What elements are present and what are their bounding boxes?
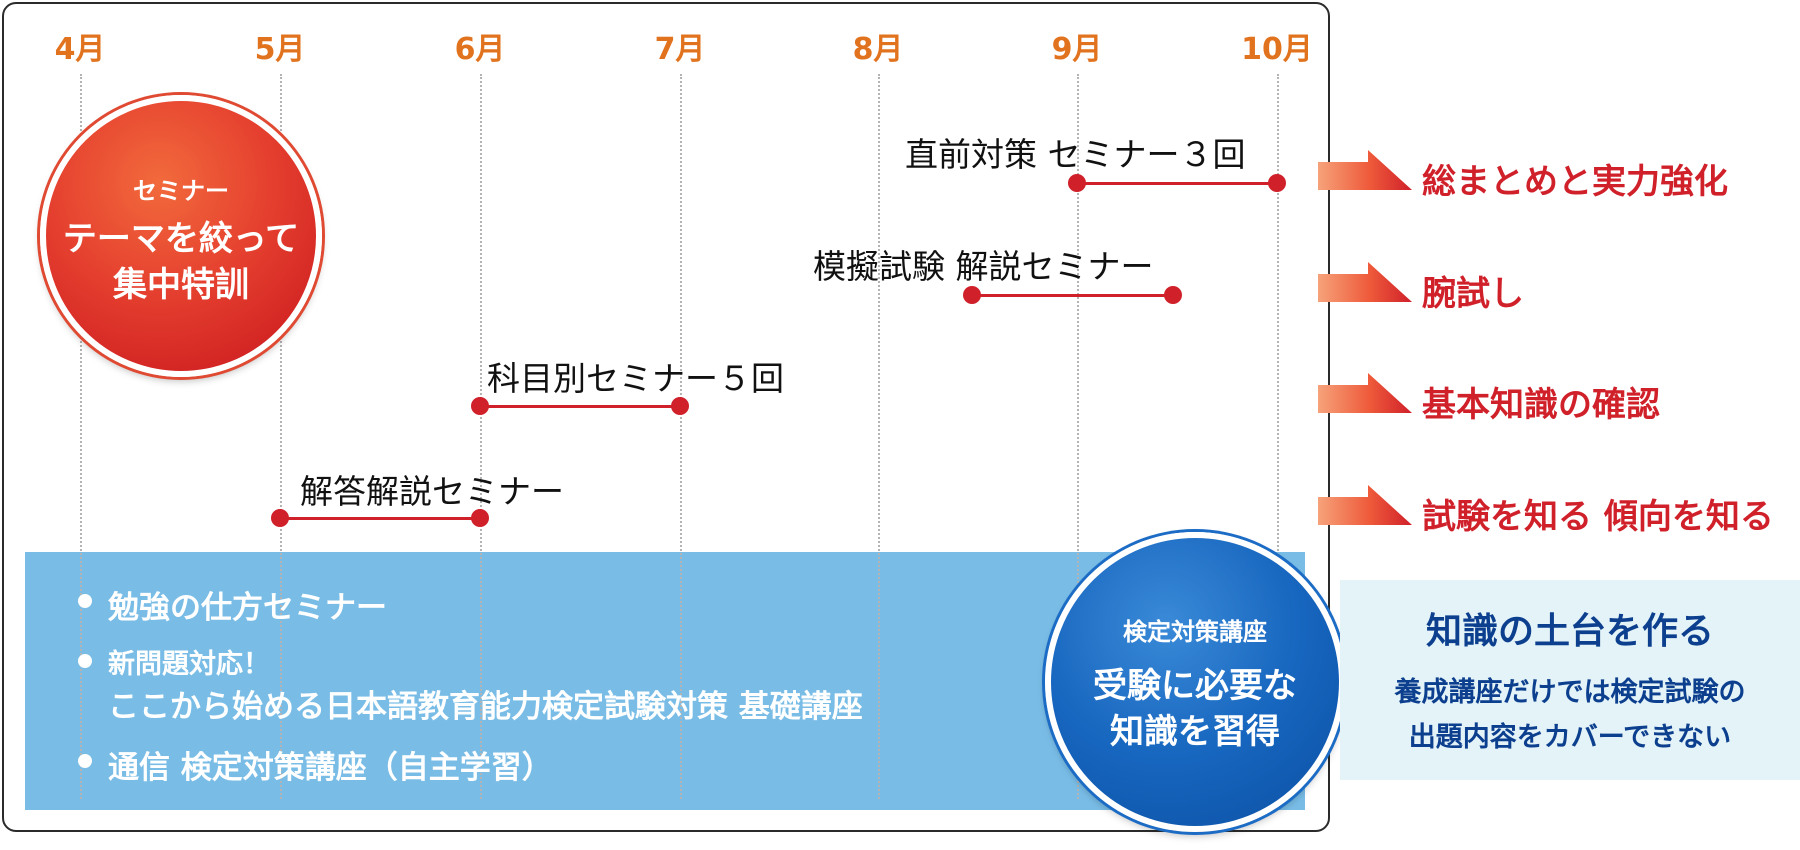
- goal-label-final-review: 総まとめと実力強化: [1422, 162, 1728, 202]
- course-item-label: 通信 検定対策講座（自主学習）: [108, 750, 553, 786]
- month-label-oct: 10月: [1241, 32, 1313, 67]
- month-gridline: [80, 74, 82, 799]
- segment-start-dot: [271, 509, 289, 527]
- month-gridline: [1077, 74, 1079, 799]
- month-gridline: [680, 74, 682, 799]
- segment-line: [280, 517, 480, 520]
- seminar-badge-line: テーマを絞って: [62, 219, 300, 259]
- segment-start-dot: [963, 286, 981, 304]
- month-label-apr: 4月: [54, 32, 106, 67]
- month-gridline: [878, 74, 880, 799]
- segment-label-final-prep: 直前対策 セミナー３回: [905, 135, 1246, 174]
- segment-start-dot: [471, 397, 489, 415]
- foundation-title: 知識の土台を作る: [1425, 611, 1714, 652]
- month-gridline: [280, 74, 282, 799]
- course-item-label: 勉強の仕方セミナー: [108, 590, 387, 626]
- course-item-label: 新問題対応！: [108, 649, 270, 680]
- segment-line: [1077, 182, 1277, 185]
- segment-end-dot: [671, 397, 689, 415]
- goal-label-basic-check: 基本知識の確認: [1422, 385, 1660, 425]
- course-item-basic-course: 新問題対応！ ここから始める日本語教育能力検定試験対策 基礎講座: [78, 642, 863, 726]
- segment-label-subject-seminar: 科目別セミナー５回: [487, 359, 784, 398]
- segment-end-dot: [1268, 174, 1286, 192]
- goal-label-know-exam: 試験を知る 傾向を知る: [1422, 497, 1774, 537]
- month-label-sep: 9月: [1051, 32, 1103, 67]
- segment-label-mock-exam: 模擬試験 解説セミナー: [813, 247, 1154, 286]
- course-item-correspondence: 通信 検定対策講座（自主学習）: [78, 742, 553, 787]
- course-badge: 検定対策講座 受験に必要な 知識を習得: [1045, 532, 1345, 832]
- arrow-right-icon: [1318, 373, 1412, 413]
- segment-label-answer-seminar: 解答解説セミナー: [300, 472, 564, 511]
- course-badge-line: 知識を習得: [1110, 712, 1280, 752]
- segment-end-dot: [471, 509, 489, 527]
- arrow-right-icon: [1318, 485, 1412, 525]
- month-label-jul: 7月: [654, 32, 706, 67]
- foundation-box: 知識の土台を作る 養成講座だけでは検定試験の 出題内容をカバーできない: [1340, 580, 1800, 780]
- course-item-study-method: 勉強の仕方セミナー: [78, 582, 387, 627]
- arrow-right-icon: [1318, 262, 1412, 302]
- segment-line: [972, 294, 1173, 297]
- segment-start-dot: [1068, 174, 1086, 192]
- month-label-may: 5月: [254, 32, 306, 67]
- seminar-badge: セミナー テーマを絞って 集中特訓: [40, 95, 322, 377]
- foundation-note: 養成講座だけでは検定試験の: [1394, 677, 1746, 708]
- course-badge-line: 受験に必要な: [1093, 666, 1297, 706]
- bullet-dot: [78, 654, 92, 668]
- course-badge-heading: 検定対策講座: [1123, 618, 1267, 646]
- seminar-badge-line: 集中特訓: [113, 265, 249, 305]
- bullet-dot: [78, 594, 92, 608]
- segment-end-dot: [1164, 286, 1182, 304]
- month-gridline: [1277, 74, 1279, 799]
- month-label-jun: 6月: [454, 32, 506, 67]
- month-gridline: [480, 74, 482, 799]
- seminar-badge-heading: セミナー: [133, 177, 229, 205]
- course-item-label: ここから始める日本語教育能力検定試験対策 基礎講座: [108, 689, 863, 725]
- goal-label-trial: 腕試し: [1422, 274, 1524, 314]
- arrow-right-icon: [1318, 150, 1412, 190]
- bullet-dot: [78, 754, 92, 768]
- foundation-note: 出題内容をカバーできない: [1408, 722, 1732, 753]
- segment-line: [480, 405, 680, 408]
- month-label-aug: 8月: [852, 32, 904, 67]
